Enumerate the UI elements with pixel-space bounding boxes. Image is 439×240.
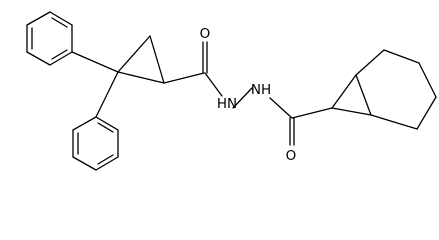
diphenyl-cyclopropane [71,35,165,118]
bond [72,116,97,131]
bond [291,107,333,119]
bond [331,74,357,109]
bond [416,96,437,130]
carbonyl-left [163,41,223,97]
bicycloheptane [331,49,437,130]
bond [26,51,51,66]
bond [269,97,293,119]
bond [97,154,114,165]
bond [51,49,68,60]
bond [163,72,205,84]
atom-label-oxygen: O [286,148,297,164]
bond [418,62,437,98]
bond [370,114,418,130]
bond [26,11,51,26]
molecule-diagram: O HN NH O [26,11,437,171]
bond [95,71,119,118]
atom-label-hn: HN [217,96,237,112]
structure-svg: O HN NH O [26,11,437,171]
bond [355,49,385,76]
bond [149,35,165,84]
phenyl-ring-upper [26,11,73,66]
bond [49,11,73,26]
bond [49,51,73,66]
bond [383,49,420,64]
bond [95,116,119,131]
hydrazide-bond [232,87,253,109]
atom-label-nh: NH [251,82,271,98]
bond [331,107,372,116]
carbonyl-right [269,97,333,146]
atom-label-oxygen: O [200,26,211,42]
phenyl-ring-lower [72,116,119,171]
bond [71,51,119,73]
bond [117,35,151,73]
bond [204,72,223,97]
bond [72,156,97,171]
bond [51,17,68,28]
bond [117,71,165,84]
bond [95,156,119,171]
bond [97,122,114,133]
bond [355,74,372,116]
